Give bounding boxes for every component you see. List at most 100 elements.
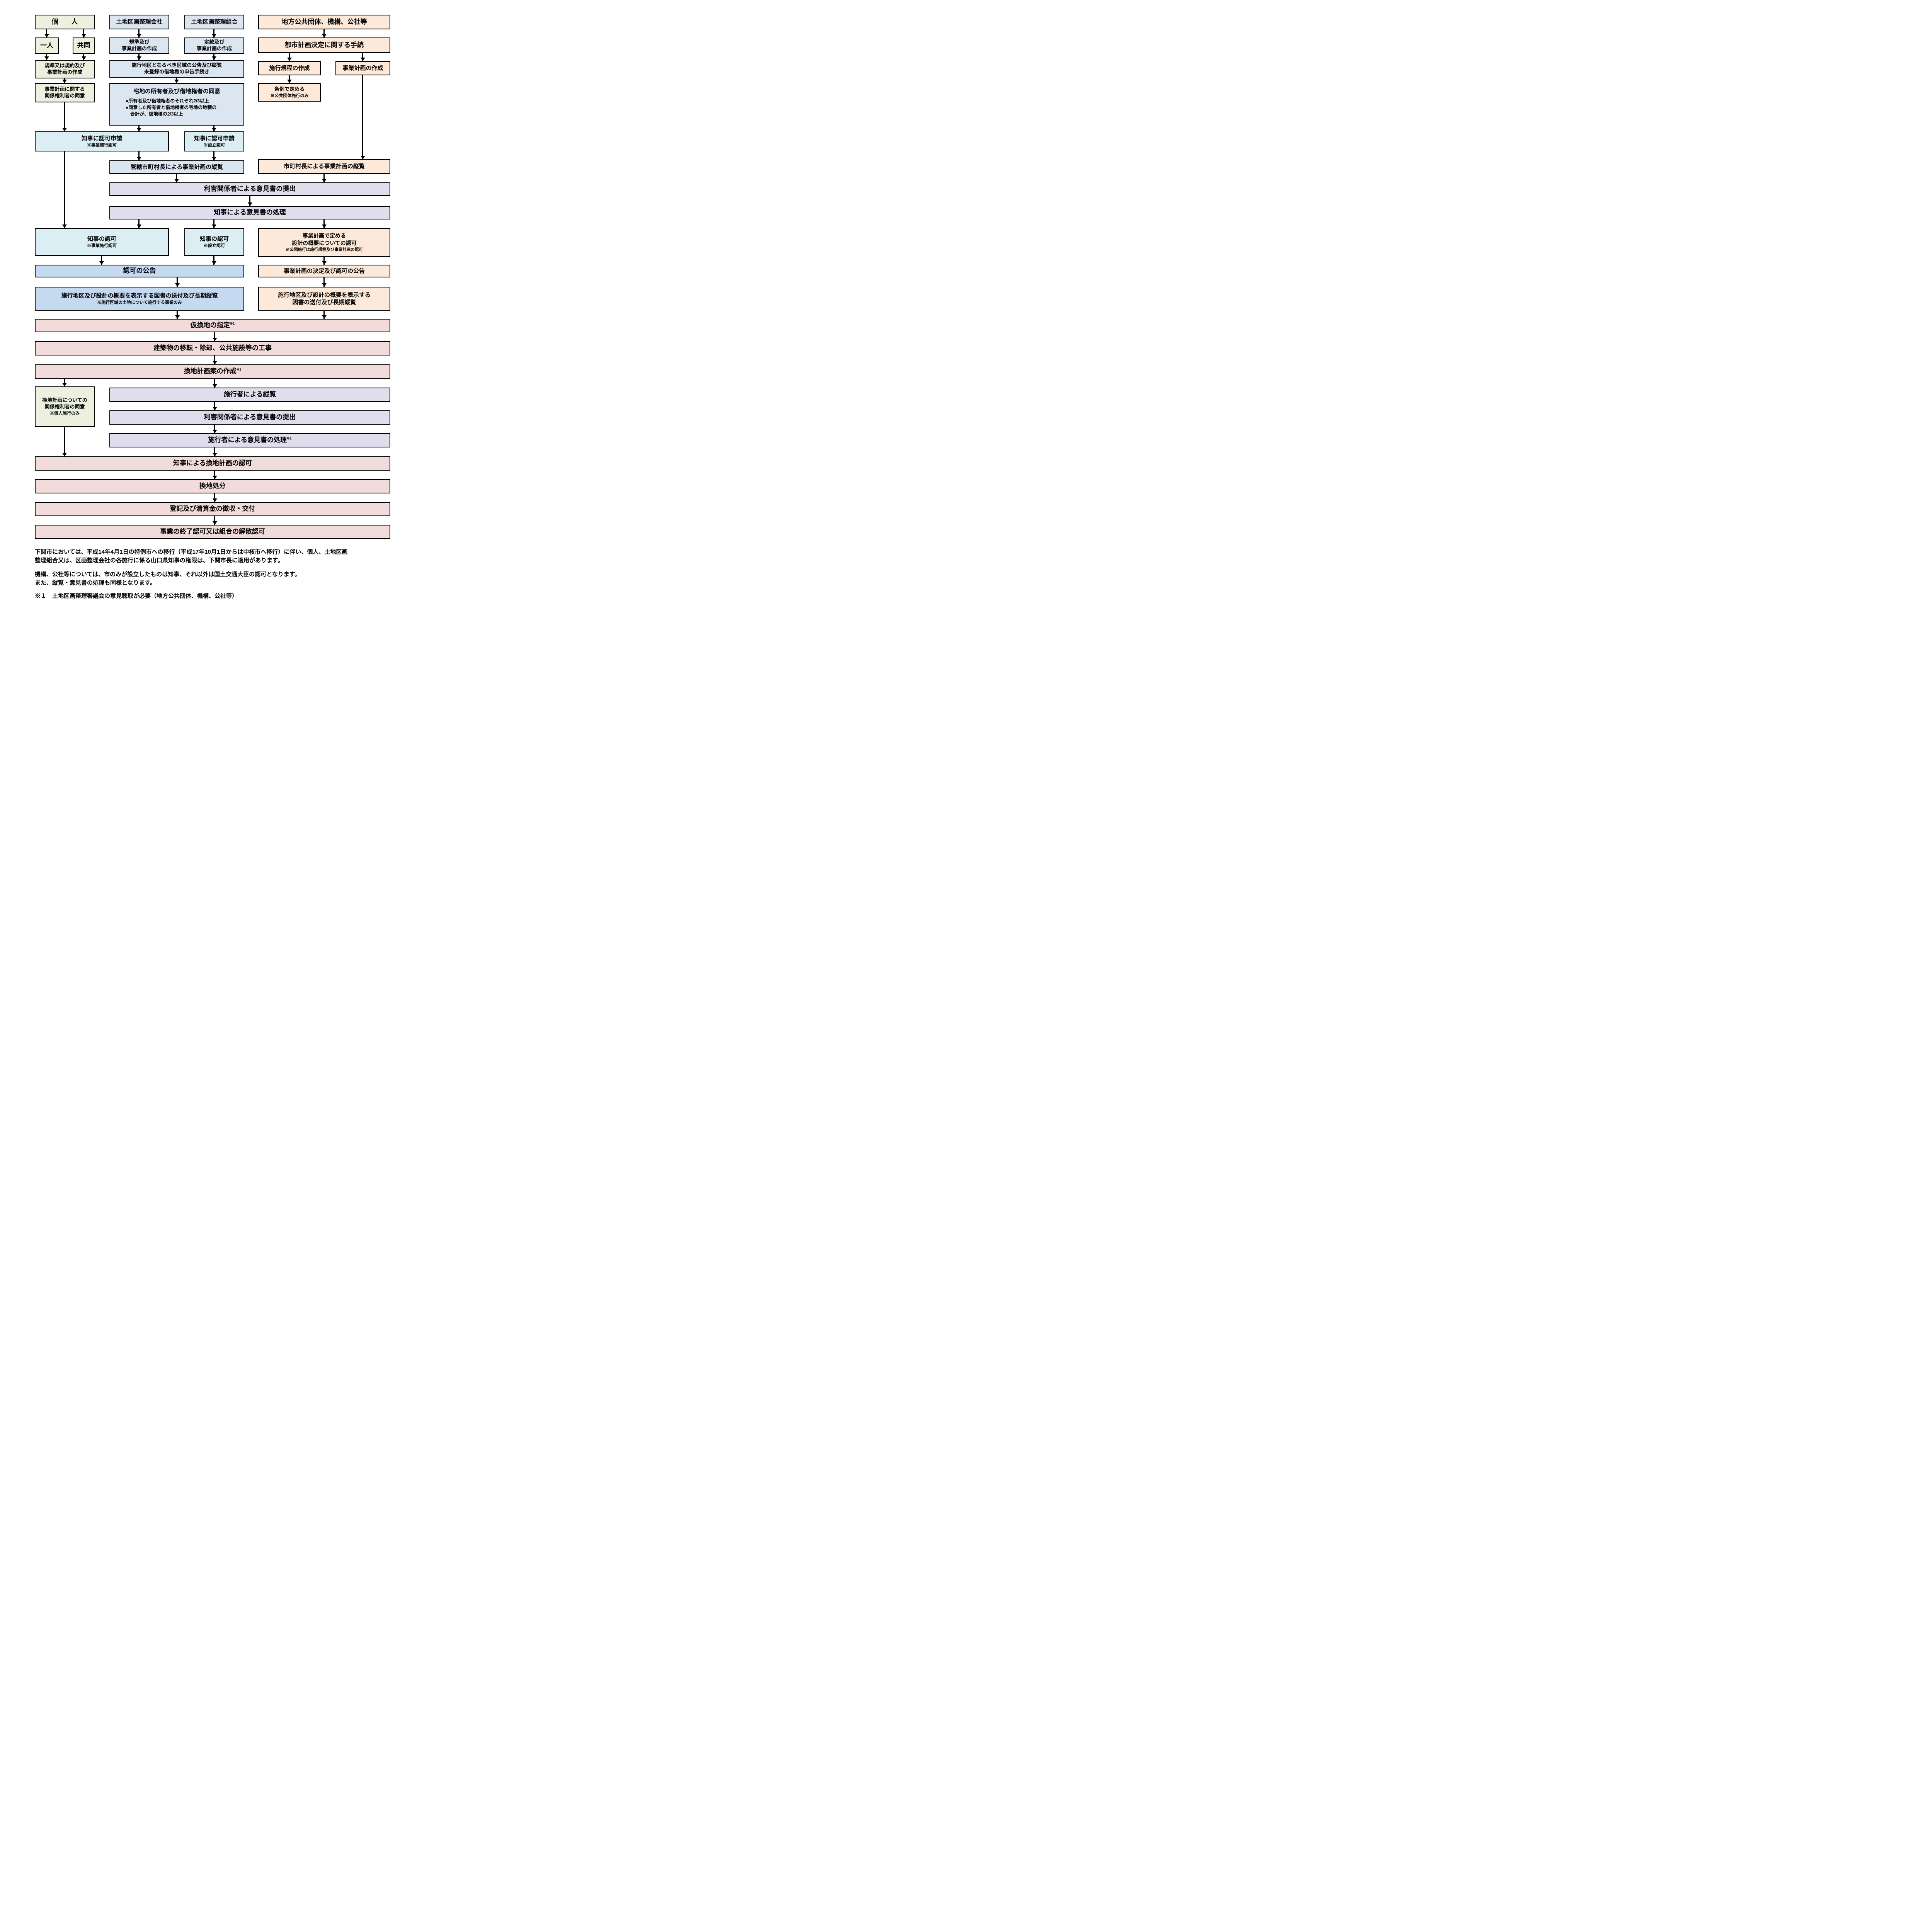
node-project-plan-creation: 事業計画の作成	[335, 61, 390, 75]
node-governor-application-establishment-label: 知事に認可申請	[194, 135, 235, 142]
consent-condition-2-line2: 合計が、総地積の2/3以上	[130, 111, 183, 117]
flow-arrow-down	[175, 311, 180, 319]
footer-footnote-1: ※１ 土地区画整理審議会の意見聴取が必要（地方公共団体、機構、公社等）	[35, 593, 238, 599]
node-replotting-disposition-label: 換地処分	[199, 482, 226, 490]
flow-arrow-down	[174, 78, 179, 83]
flow-arrow-down	[62, 151, 67, 228]
node-governor-approval-establishment-note: ※設立認可	[204, 243, 225, 248]
flow-arrow-down	[137, 151, 141, 160]
consent-condition-2-line1: ●同意した所有者と借地権者の宅地の地積の	[126, 104, 217, 110]
node-single-person: 一人	[35, 37, 59, 54]
node-landowner-consent-conditions: ●所有者及び借地権者のそれぞれ2/3以上 ●同意した所有者と借地権者の宅地の地積…	[110, 95, 243, 118]
node-ordinance-note: ※公共団体施行のみ	[270, 93, 309, 98]
flow-arrow-down	[174, 174, 179, 182]
footer-paragraph-2-line-2: また、縦覧・意見書の処理も同様となります。	[35, 580, 156, 586]
node-jurisdiction-mayor-inspection: 管轄市町村長による事業計画の縦覧	[109, 160, 244, 174]
node-district-public-notice-line2: 未登録の借地権の申告手続き	[144, 69, 209, 75]
flow-arrow-down	[322, 219, 327, 228]
flow-arrow-down	[287, 75, 292, 83]
node-city-planning-procedure-label: 都市計画決定に関する手続	[285, 41, 364, 49]
flow-arrow-down	[82, 29, 86, 37]
flow-arrow-down	[44, 54, 49, 60]
node-joint: 共同	[73, 37, 95, 54]
node-mayor-inspection-label: 市町村長による事業計画の縦覧	[284, 163, 365, 170]
flow-arrow-down	[62, 427, 67, 456]
flow-arrow-down	[213, 402, 217, 410]
node-governor-opinion-processing-label: 知事による意見書の処理	[214, 209, 286, 216]
node-governor-opinion-processing: 知事による意見書の処理	[109, 206, 390, 219]
node-building-relocation-works: 建築物の移転・除却、公共施設等の工事	[35, 341, 390, 355]
flow-arrow-down	[213, 493, 217, 502]
node-landowner-consent-title: 宅地の所有者及び借地権者の同意	[133, 88, 220, 95]
flow-arrow-down	[213, 516, 217, 525]
flow-arrow-down	[322, 311, 327, 319]
flow-arrow-down	[213, 471, 217, 479]
flowchart-canvas: 個 人 土地区画整理会社 土地区画整理組合 地方公共団体、機構、公社等 一人 共…	[0, 0, 425, 601]
node-articles-and-plan-line1: 定款及び	[204, 39, 225, 45]
node-executor-inspection-label: 施行者による縦覧	[223, 391, 276, 398]
node-registration-settlement: 登記及び清算金の徴収・交付	[35, 502, 390, 516]
node-governor-approval-establishment-label: 知事の認可	[199, 235, 229, 242]
node-documents-dispatch-right-line1: 施行地区及び設計の概要を表示する	[277, 291, 371, 298]
flow-arrow-down	[361, 53, 365, 61]
node-project-completion-approval: 事業の終了認可又は組合の解散認可	[35, 525, 390, 539]
node-provisional-replotting: 仮換地の指定※1	[35, 319, 390, 332]
flow-arrow-down	[213, 332, 217, 341]
node-mayor-inspection: 市町村長による事業計画の縦覧	[258, 159, 390, 174]
node-documents-dispatch-right: 施行地区及び設計の概要を表示する 図書の送付及び長期縦覧	[258, 287, 390, 311]
node-replotting-plan-consent-line1: 換地計画についての	[42, 397, 87, 403]
footer-paragraph-1-line-2: 整理組合又は、区画整理会社の各施行に係る山口県知事の権限は、下関市長に適用があり…	[35, 557, 284, 564]
node-public-bodies-label: 地方公共団体、機構、公社等	[281, 18, 367, 26]
node-documents-dispatch-left: 施行地区及び設計の概要を表示する図書の送付及び長期縦覧 ※施行区域の土地について…	[35, 287, 244, 311]
node-standards-or-rules: 規準又は規約及び 事業計画の作成	[35, 60, 95, 78]
node-enforcement-rules-label: 施行規程の作成	[269, 65, 310, 71]
flow-arrow-down	[137, 126, 141, 131]
footnote-ref-1: ※1	[230, 321, 235, 326]
node-documents-dispatch-left-note: ※施行区域の土地について施行する事業のみ	[97, 300, 182, 305]
node-rights-holders-consent: 事業計画に関する 関係権利者の同意	[35, 83, 95, 102]
node-governor-application-establishment: 知事に認可申請 ※設立認可	[184, 131, 244, 151]
node-land-readjustment-company: 土地区画整理会社	[109, 15, 169, 29]
node-standards-or-rules-line2: 事業計画の作成	[47, 69, 82, 75]
node-ordinance: 条例で定める ※公共団体施行のみ	[258, 83, 321, 102]
node-joint-label: 共同	[77, 41, 90, 49]
flow-arrow-down	[99, 256, 104, 265]
flow-arrow-down	[44, 29, 49, 37]
node-project-completion-approval-label: 事業の終了認可又は組合の解散認可	[160, 528, 265, 536]
flow-arrow-down	[212, 151, 216, 160]
node-executor-opinion-processing-label: 施行者による意見書の処理※1	[208, 436, 292, 444]
flow-arrow-down	[137, 54, 141, 60]
flow-arrow-down	[82, 54, 86, 60]
flow-arrow-down	[322, 277, 327, 287]
flow-arrow-down	[322, 174, 327, 182]
flow-arrow-down	[212, 29, 216, 37]
node-governor-approval-project-note: ※事業施行認可	[87, 243, 117, 248]
flow-arrow-down	[322, 29, 327, 37]
node-rights-holders-consent-line1: 事業計画に関する	[44, 86, 85, 92]
node-rights-holders-consent-line2: 関係権利者の同意	[44, 93, 85, 99]
node-stakeholder-opinions-1: 利害関係者による意見書の提出	[109, 182, 390, 196]
flow-arrow-down	[137, 219, 141, 228]
flow-arrow-down	[213, 379, 217, 388]
node-governor-application-project-note: ※事業施行認可	[87, 143, 117, 148]
flow-arrow-down	[62, 102, 67, 131]
node-ordinance-label: 条例で定める	[274, 86, 305, 92]
node-plan-decision-public-notice: 事業計画の決定及び認可の公告	[258, 265, 390, 277]
node-executor-opinion-processing: 施行者による意見書の処理※1	[109, 433, 390, 447]
footer-paragraph-1-line-1: 下関市においては、平成14年4月1日の特例市への移行（平成17年10月1日からは…	[35, 549, 348, 555]
flow-arrow-down	[137, 29, 141, 37]
flow-arrow-down	[62, 78, 67, 83]
node-replotting-plan-draft-label: 換地計画案の作成※1	[184, 367, 242, 375]
node-enforcement-rules: 施行規程の作成	[258, 61, 321, 75]
node-replotting-plan-consent-note: ※個人施行のみ	[50, 411, 80, 416]
node-company-label: 土地区画整理会社	[116, 19, 163, 26]
node-governor-approval-establishment: 知事の認可 ※設立認可	[184, 228, 244, 256]
node-design-outline-approval-line2: 設計の概要についての認可	[292, 240, 357, 246]
node-jurisdiction-mayor-inspection-label: 管轄市町村長による事業計画の縦覧	[130, 163, 223, 170]
flow-arrow-down	[213, 355, 217, 364]
node-individual-label: 個 人	[51, 18, 78, 26]
node-standards-and-plan-line1: 規準及び	[129, 39, 150, 45]
node-governor-replotting-approval-label: 知事による換地計画の認可	[173, 459, 252, 467]
node-replotting-disposition: 換地処分	[35, 479, 390, 493]
node-replotting-plan-draft: 換地計画案の作成※1	[35, 364, 390, 379]
